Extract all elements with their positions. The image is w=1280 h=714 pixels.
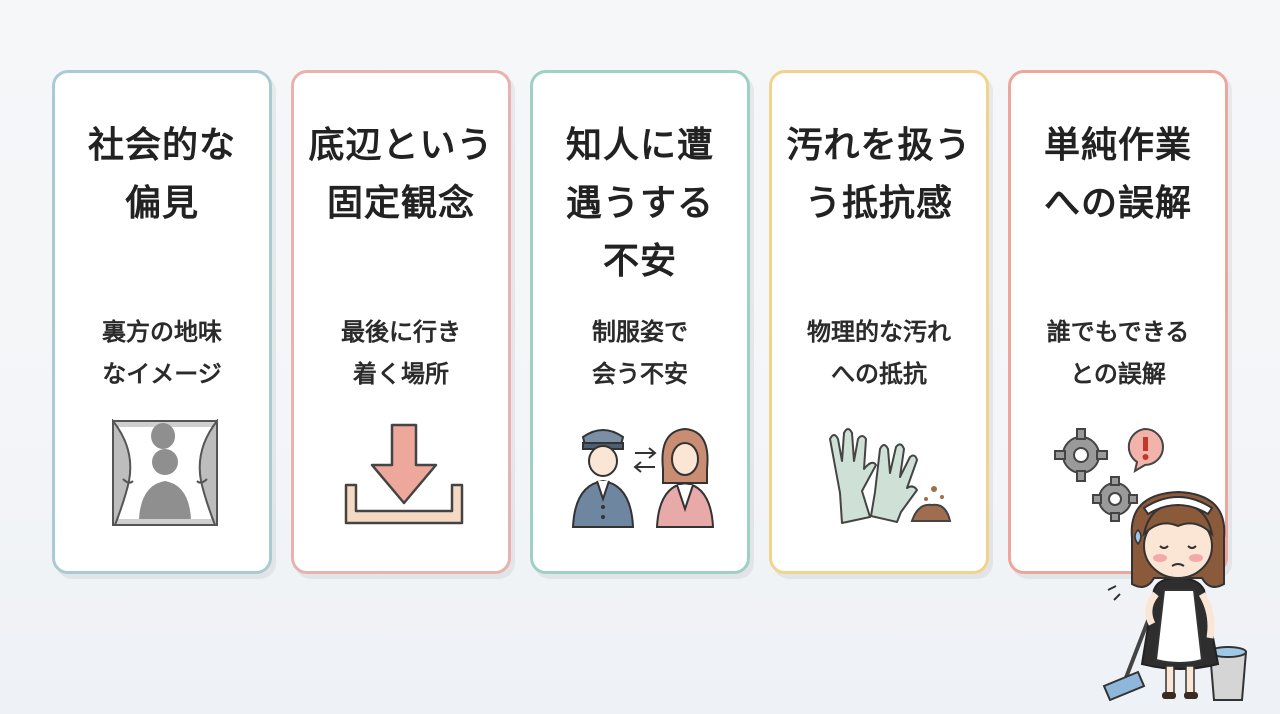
guard-and-woman-icon	[563, 419, 723, 531]
card-title-line: への誤解	[1043, 183, 1192, 224]
rubber-gloves-dirt-icon	[802, 419, 962, 531]
card-title-line: 知人に遭	[565, 125, 714, 166]
card-social-prejudice: 社会的な 偏見 裏方の地味 なイメージ	[52, 70, 272, 574]
card-dirt-resistance: 汚れを扱う う抵抗感 物理的な汚れ への抵抗	[769, 70, 989, 574]
curtain-silhouette-icon	[85, 419, 245, 531]
card-title-line: 固定観念	[326, 183, 475, 224]
card-description-line: 着く場所	[353, 360, 449, 388]
card-description-line: 裏方の地味	[102, 318, 222, 346]
card-title-line: 不安	[602, 241, 677, 282]
card-row: 社会的な 偏見 裏方の地味 なイメージ 底辺という 固定観念	[52, 70, 1228, 574]
card-description: 最後に行き 着く場所	[294, 311, 508, 395]
card-title: 単純作業 への誤解	[1011, 117, 1225, 233]
card-bottom-stereotype: 底辺という 固定観念 最後に行き 着く場所	[291, 70, 511, 574]
card-description: 誰でもできる との誤解	[1011, 311, 1225, 395]
card-title-line: 社会的な	[87, 125, 236, 166]
card-acquaintance-anxiety: 知人に遭 遇うする 不安 制服姿で 会う不安	[530, 70, 750, 574]
card-title-line: 汚れを扱う	[786, 125, 972, 166]
card-description-line: との誤解	[1070, 360, 1166, 388]
card-title-line: う抵抗感	[804, 183, 953, 224]
card-description: 物理的な汚れ への抵抗	[772, 311, 986, 395]
card-description: 制服姿で 会う不安	[533, 311, 747, 395]
gears-warning-icon	[1041, 419, 1201, 531]
card-title: 知人に遭 遇うする 不安	[533, 117, 747, 291]
card-description-line: 物理的な汚れ	[807, 318, 951, 346]
card-description-line: 誰でもできる	[1046, 318, 1190, 346]
card-title: 汚れを扱う う抵抗感	[772, 117, 986, 233]
card-title-line: 底辺という	[308, 125, 494, 166]
card-description: 裏方の地味 なイメージ	[55, 311, 269, 395]
card-title-line: 単純作業	[1043, 125, 1192, 166]
card-title-line: 遇うする	[565, 183, 714, 224]
card-description-line: なイメージ	[102, 360, 222, 388]
card-title-line: 偏見	[124, 183, 199, 224]
card-description-line: 最後に行き	[341, 318, 461, 346]
card-description-line: への抵抗	[831, 360, 927, 388]
card-title: 社会的な 偏見	[55, 117, 269, 233]
down-arrow-tray-icon	[324, 419, 484, 531]
card-simple-work-misunderstanding: 単純作業 への誤解 誰でもできる との誤解	[1008, 70, 1228, 574]
card-description-line: 会う不安	[592, 360, 688, 388]
cleaning-maid-icon	[1098, 474, 1258, 706]
card-description-line: 制服姿で	[592, 318, 688, 346]
card-title: 底辺という 固定観念	[294, 117, 508, 233]
